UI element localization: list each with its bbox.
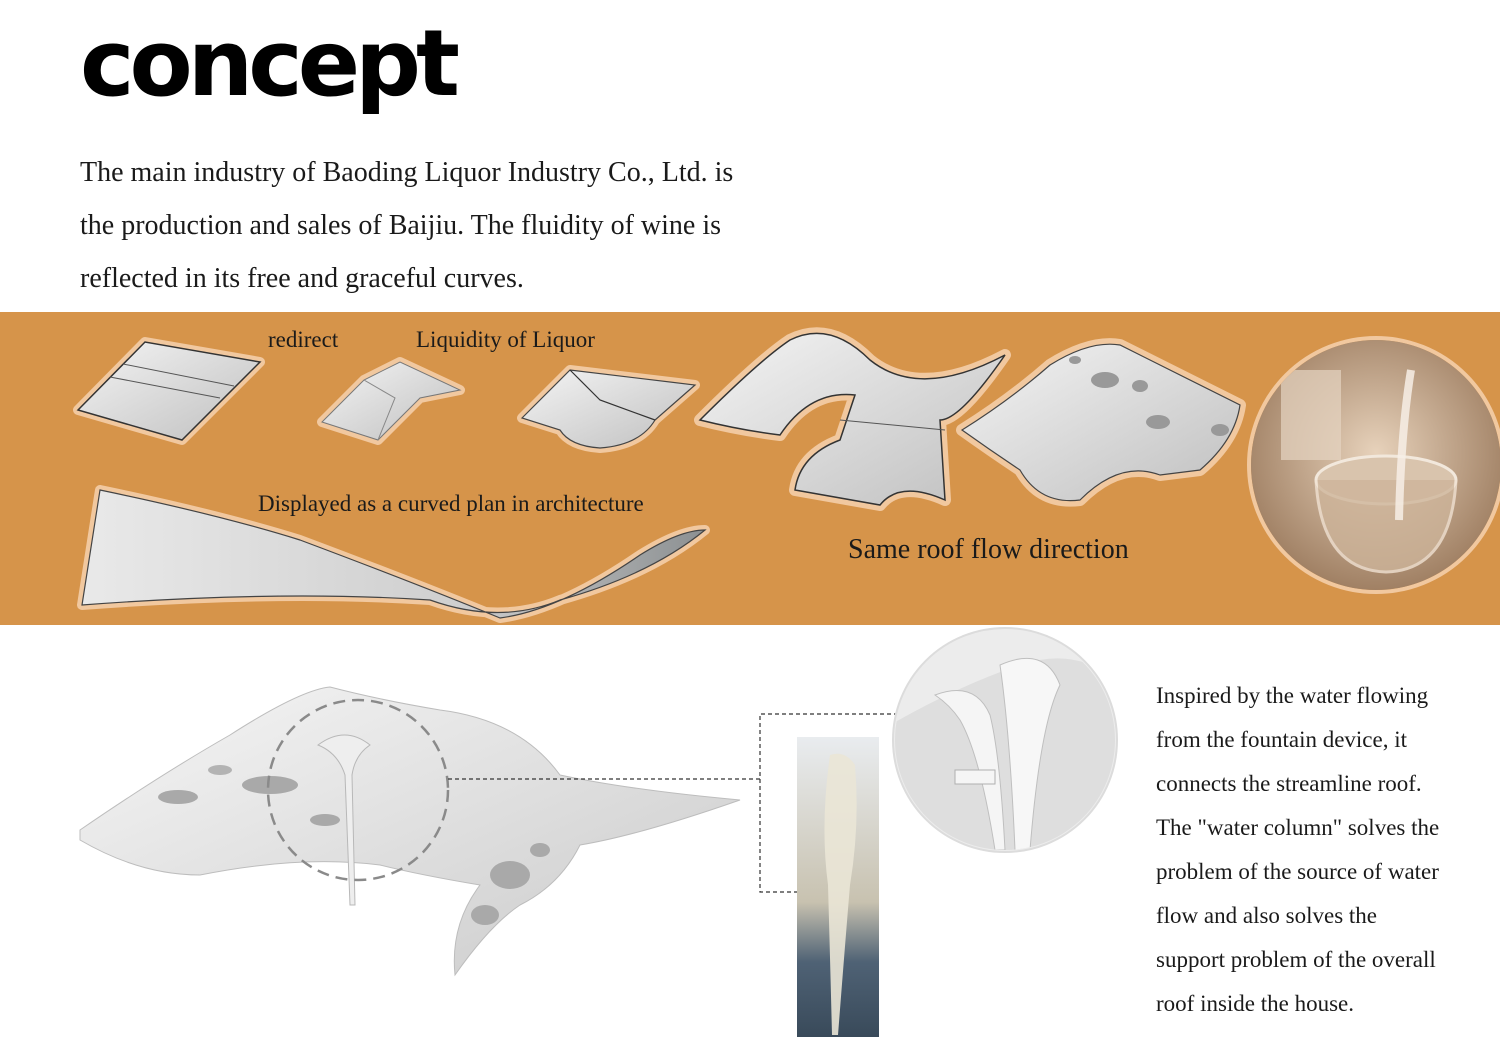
- curved-fold-diagram: [517, 365, 700, 453]
- intro-line: the production and sales of Baijiu. The …: [80, 210, 722, 241]
- leader-line-top: [448, 713, 900, 780]
- l-shape-diagram: [317, 357, 465, 445]
- label-curved-plan: Displayed as a curved plan in architectu…: [258, 491, 644, 516]
- description-line: problem of the source of water: [1156, 859, 1439, 884]
- description-line: connects the streamline roof.: [1156, 771, 1422, 796]
- description-line: support problem of the overall: [1156, 947, 1436, 972]
- intro-line: The main industry of Baoding Liquor Indu…: [80, 157, 734, 188]
- label-roof-flow: Same roof flow direction: [848, 534, 1129, 565]
- folded-plane-diagram: [73, 337, 265, 445]
- concept-diagrams: [73, 327, 1246, 623]
- description-line: Inspired by the water flowing: [1156, 683, 1429, 708]
- wavy-roof-diagram: [694, 327, 1011, 511]
- liquor-glass-illustration: [1251, 340, 1500, 590]
- description-line: roof inside the house.: [1156, 991, 1355, 1016]
- zoomed-detail-circle: [892, 627, 1118, 853]
- perforated-roof-diagram: [956, 338, 1246, 507]
- fountain-photo: [797, 737, 879, 1037]
- curved-plan-diagram: [77, 485, 710, 623]
- description-line: The "water column" solves the: [1156, 815, 1440, 840]
- intro-line: reflected in its free and graceful curve…: [80, 263, 524, 294]
- leader-line-bottom: [759, 779, 800, 893]
- page-title: concept: [80, 10, 460, 117]
- fountain-roof-diagrams: [79, 627, 1118, 1037]
- description-line: from the fountain device, it: [1156, 727, 1408, 752]
- intro-paragraph: The main industry of Baoding Liquor Indu…: [80, 146, 820, 305]
- description-line: flow and also solves the: [1156, 903, 1378, 928]
- label-liquidity: Liquidity of Liquor: [416, 327, 595, 352]
- liquor-pouring-photo: [1247, 336, 1500, 594]
- description-paragraph: Inspired by the water flowing from the f…: [1156, 674, 1486, 1026]
- roof-model: [79, 686, 741, 977]
- label-redirect: redirect: [268, 327, 339, 352]
